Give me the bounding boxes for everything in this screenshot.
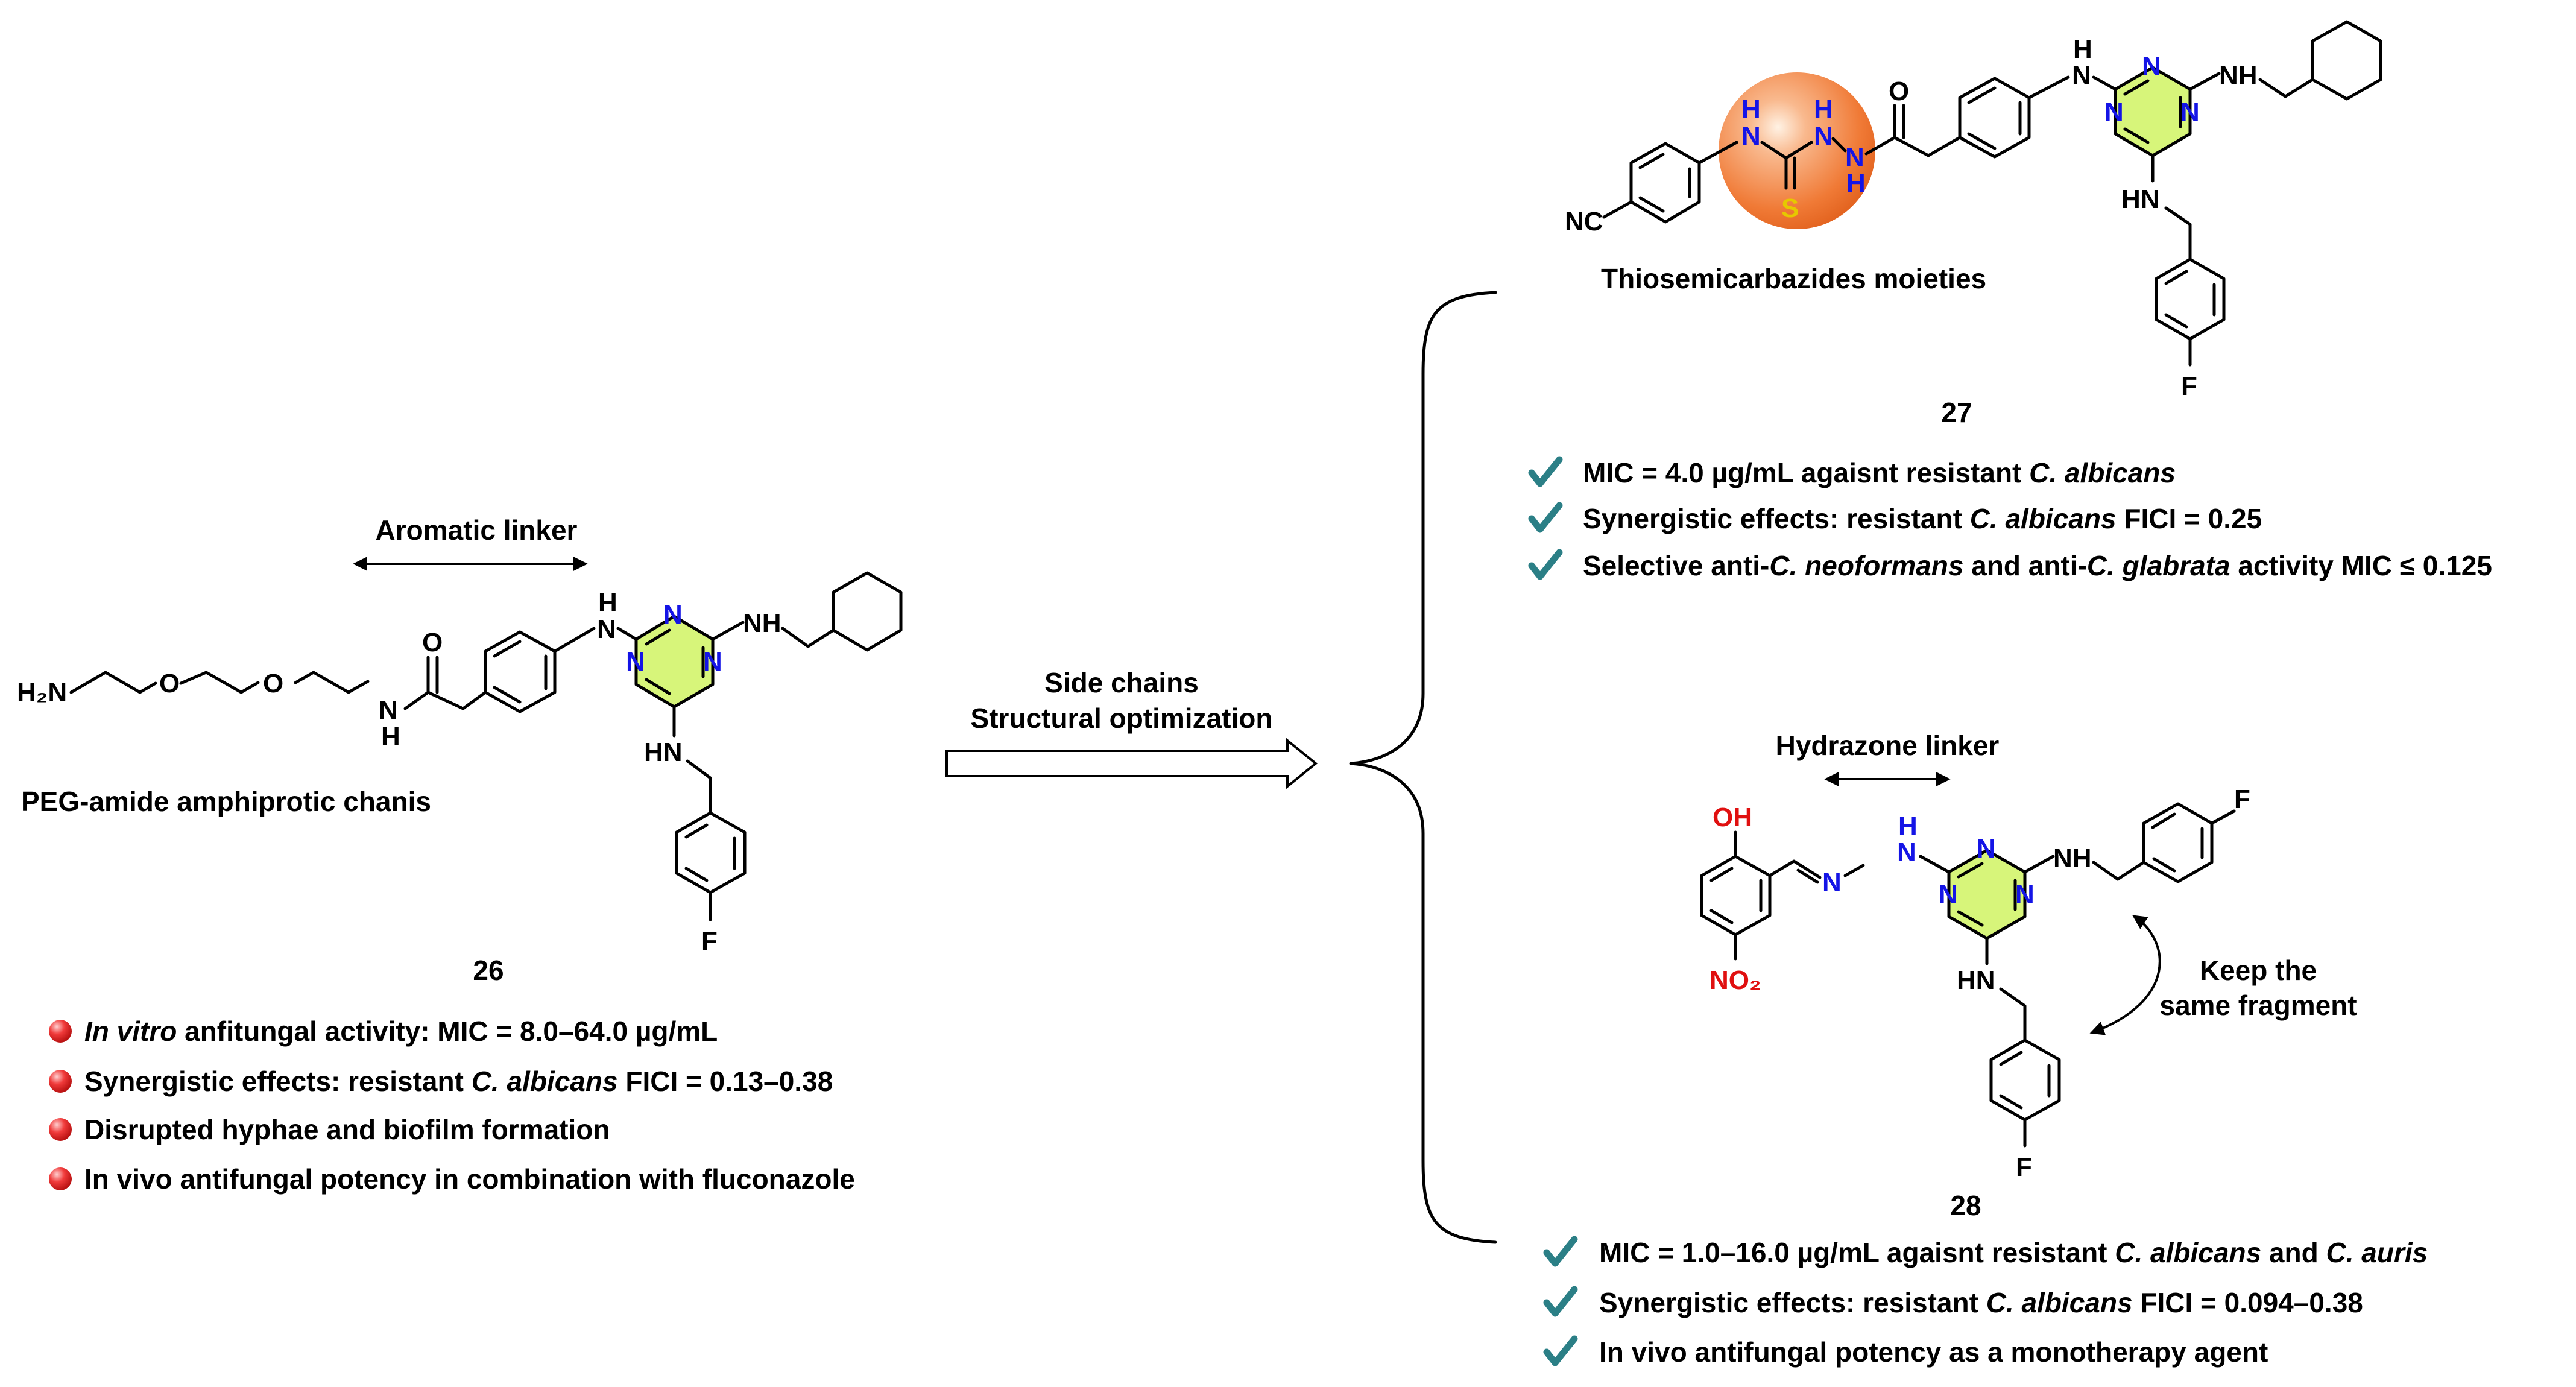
bullet-icon: [49, 1118, 72, 1141]
check-icon: [1547, 1239, 1574, 1263]
hollow-arrow-icon: [945, 738, 1318, 789]
hydrazine-n: N: [1897, 838, 1916, 867]
bullet-26-4: In vivo antifungal potency in combinatio…: [84, 1163, 855, 1195]
keep-label-line2: same fragment: [2159, 990, 2357, 1021]
compound-28: Hydrazone linker OH NO₂ N H N N N N NH: [1547, 730, 2428, 1368]
triazine-28-n2: N: [1939, 880, 1958, 909]
triazine-n-1: N: [663, 600, 683, 630]
compound-27: NC H N S H N N H O H N: [1532, 20, 2492, 581]
bullet-27-1: MIC = 4.0 µg/mL agaisnt resistant C. alb…: [1583, 457, 2176, 488]
fluorine-26: F: [701, 926, 718, 956]
bullet-26-1: In vitro anfitungal activity: MIC = 8.0–…: [84, 1016, 718, 1047]
hydrazone-linker-label: Hydrazone linker: [1776, 730, 2000, 761]
aniline-h-27: H: [2073, 34, 2092, 64]
bullet-icon: [49, 1167, 72, 1190]
nh1-n: N: [1741, 121, 1761, 151]
check-icon: [1547, 1289, 1574, 1313]
compound-26: Aromatic linker H₂N O O N H O N H: [17, 514, 903, 1195]
amine-nh-right-27: NH: [2219, 61, 2258, 90]
triazine-ring-26: N N N NH HN F: [626, 571, 903, 956]
compound-26-bullets: In vitro anfitungal activity: MIC = 8.0–…: [49, 1016, 855, 1195]
amine-nh-right: NH: [743, 608, 781, 638]
compound-28-bullets: MIC = 1.0–16.0 µg/mL agaisnt resistant C…: [1547, 1237, 2428, 1368]
bullet-28-2: Synergistic effects: resistant C. albica…: [1599, 1287, 2363, 1318]
triazine-28-n3: N: [2015, 880, 2035, 909]
bullet-28-1: MIC = 1.0–16.0 µg/mL agaisnt resistant C…: [1599, 1237, 2428, 1268]
benzene-ring-26: N H: [484, 588, 638, 713]
bullet-27-3: Selective anti-C. neoformans and anti-C.…: [1583, 550, 2492, 581]
keep-label-line1: Keep the: [2200, 955, 2317, 986]
arrow-label-side-chains: Side chains: [1044, 667, 1199, 698]
keep-fragment-curved-arrow: [2089, 915, 2161, 1035]
check-icon: [1532, 460, 1559, 484]
thione-sulfur: S: [1781, 194, 1799, 223]
carbonyl-oxygen: O: [422, 628, 443, 657]
bullet-26-2: Synergistic effects: resistant C. albica…: [84, 1066, 833, 1097]
thiosemicarbazide-label: Thiosemicarbazides moieties: [1601, 263, 1986, 294]
nitro-label: NO₂: [1709, 965, 1761, 995]
amide-n: N: [379, 695, 398, 725]
nh2-h: H: [1814, 95, 1833, 124]
fluorine-28-top: F: [2234, 785, 2250, 814]
nh3-h: H: [1846, 168, 1866, 198]
compound-26-number: 26: [473, 955, 504, 986]
amide-h: H: [381, 722, 400, 751]
ether-oxygen-2: O: [263, 669, 283, 698]
hydrazine-h: H: [1898, 811, 1918, 841]
nh2-n: N: [1814, 121, 1833, 151]
amine-hn-bottom-27: HN: [2121, 185, 2160, 214]
check-icon: [1532, 505, 1559, 529]
aniline-n-27: N: [2072, 61, 2091, 90]
peg-chain: H₂N O O N H O: [17, 628, 487, 751]
arrow-label-structural-optimization: Structural optimization: [971, 703, 1273, 734]
optimization-arrow: Side chains Structural optimization: [945, 667, 1318, 789]
aromatic-linker-label: Aromatic linker: [376, 514, 578, 546]
amine-hn-bottom-28: HN: [1957, 965, 1995, 995]
triazine-n-2: N: [626, 647, 645, 677]
aniline-n: N: [597, 615, 616, 644]
compound-28-number: 28: [1950, 1190, 1981, 1221]
compound-27-number: 27: [1941, 397, 1972, 428]
hydroxyl-label: OH: [1713, 803, 1752, 832]
bullet-28-3: In vivo antifungal potency as a monother…: [1599, 1336, 2268, 1368]
compound-27-bullets: MIC = 4.0 µg/mL agaisnt resistant C. alb…: [1532, 457, 2492, 581]
nh3-n: N: [1845, 142, 1864, 172]
bullet-icon: [49, 1070, 72, 1093]
fluorine-28-bottom: F: [2016, 1152, 2032, 1182]
amine-nh-right-28: NH: [2053, 844, 2092, 873]
check-icon: [1547, 1339, 1574, 1363]
nitrile-label: NC: [1565, 207, 1603, 236]
bullet-26-3: Disrupted hyphae and biofilm formation: [84, 1114, 610, 1145]
bullet-icon: [49, 1020, 72, 1043]
peg-chain-label: PEG-amide amphiprotic chanis: [21, 786, 431, 817]
ether-oxygen-1: O: [159, 669, 180, 698]
amine-hn-bottom: HN: [644, 738, 683, 767]
nh1-h: H: [1741, 95, 1761, 124]
triazine-27-n3: N: [2180, 97, 2200, 127]
triazine-27-n1: N: [2142, 51, 2161, 81]
curly-brace: [1349, 291, 1497, 1244]
amine-label: H₂N: [17, 678, 67, 707]
fluorine-27: F: [2181, 371, 2197, 401]
check-icon: [1532, 552, 1559, 577]
bullet-27-2: Synergistic effects: resistant C. albica…: [1583, 503, 2262, 534]
triazine-27-n2: N: [2104, 97, 2124, 127]
triazine-28-n1: N: [1977, 834, 1996, 864]
aniline-h: H: [598, 588, 617, 618]
imine-n: N: [1822, 868, 1842, 897]
carbonyl-oxygen-27: O: [1889, 77, 1909, 106]
triazine-n-3: N: [703, 647, 722, 677]
